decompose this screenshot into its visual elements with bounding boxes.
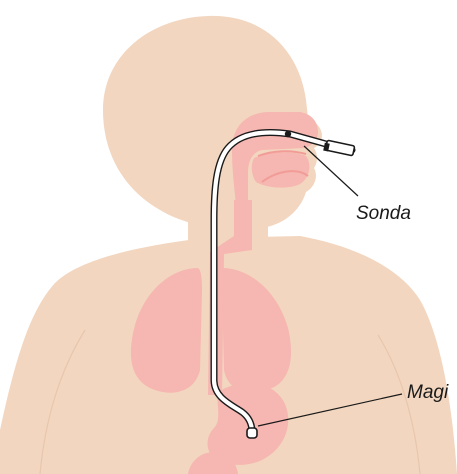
label-sonda: Sonda xyxy=(356,203,411,225)
oral-cavity xyxy=(252,152,310,187)
tube-tip xyxy=(247,428,257,438)
tube-external-end xyxy=(325,140,354,156)
tube-marker-nostril xyxy=(285,131,291,137)
label-magi: Magi xyxy=(407,382,448,404)
